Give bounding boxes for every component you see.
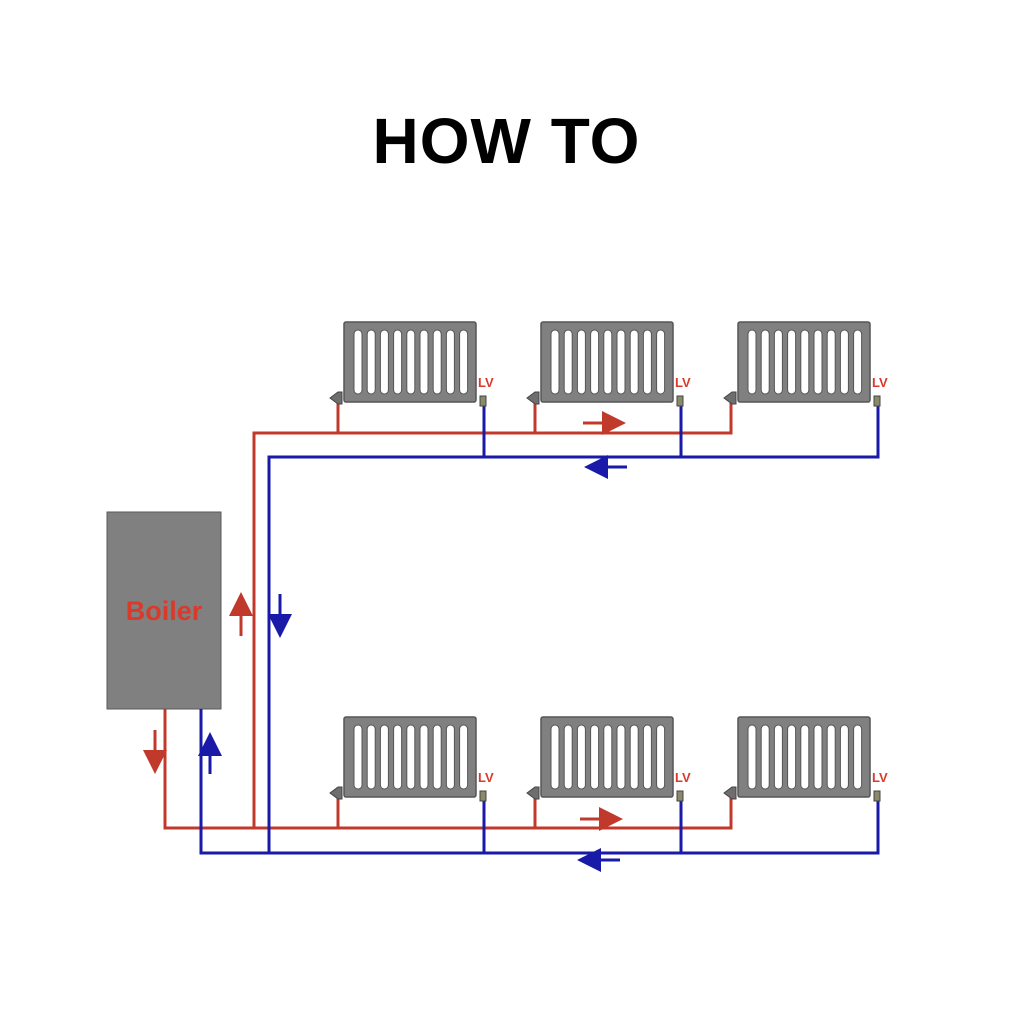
radiator-fin: [747, 329, 757, 395]
radiator-fin: [379, 329, 389, 395]
radiator-fin: [459, 724, 469, 790]
radiator-fin: [760, 329, 770, 395]
radiator-fin: [353, 329, 363, 395]
radiator-fin: [459, 329, 469, 395]
radiator-fin: [432, 724, 442, 790]
radiator: LV: [329, 716, 494, 802]
radiator-fin: [603, 724, 613, 790]
radiator-fin: [813, 329, 823, 395]
lockshield-valve: [676, 790, 684, 802]
radiators: LV LV LV LV LV LV: [329, 321, 888, 802]
lockshield-valve-label: LV: [872, 375, 888, 390]
radiator-fin: [432, 329, 442, 395]
lockshield-valve-label: LV: [478, 375, 494, 390]
radiator-fin: [773, 724, 783, 790]
lockshield-valve-label: LV: [675, 375, 691, 390]
radiator-fin: [406, 724, 416, 790]
inlet-valve: [526, 786, 540, 800]
radiator-fin: [787, 329, 797, 395]
radiator-fin: [590, 724, 600, 790]
radiator: LV: [526, 716, 691, 802]
inlet-valve: [723, 391, 737, 405]
radiator-fin: [839, 329, 849, 395]
radiator-fin: [445, 724, 455, 790]
radiator-fin: [393, 329, 403, 395]
radiator: LV: [723, 716, 888, 802]
radiator-fin: [656, 329, 666, 395]
inlet-valve: [526, 391, 540, 405]
radiator-fin: [445, 329, 455, 395]
lockshield-valve-label: LV: [872, 770, 888, 785]
radiator-fin: [826, 329, 836, 395]
radiator-fin: [563, 329, 573, 395]
radiator-fin: [393, 724, 403, 790]
radiator-fin: [603, 329, 613, 395]
radiator-fin: [366, 329, 376, 395]
radiator-fin: [616, 329, 626, 395]
page-title: HOW TO: [372, 105, 641, 177]
radiator-fin: [656, 724, 666, 790]
radiator-fin: [576, 329, 586, 395]
inlet-valve: [329, 391, 343, 405]
return-pipes: [199, 403, 880, 855]
radiator-fin: [760, 724, 770, 790]
radiator-fin: [379, 724, 389, 790]
radiator-fin: [550, 724, 560, 790]
lockshield-valve-label: LV: [478, 770, 494, 785]
radiator-fin: [853, 724, 863, 790]
radiator-fin: [629, 724, 639, 790]
radiator-fin: [800, 724, 810, 790]
radiator-fin: [563, 724, 573, 790]
radiator-fin: [813, 724, 823, 790]
radiator-fin: [787, 724, 797, 790]
radiator-fin: [642, 329, 652, 395]
inlet-valve: [723, 786, 737, 800]
inlet-valve: [329, 786, 343, 800]
flow-arrows: [143, 411, 626, 831]
radiator-fin: [839, 724, 849, 790]
radiator-fin: [800, 329, 810, 395]
radiator-fin: [366, 724, 376, 790]
radiator: LV: [526, 321, 691, 407]
radiator-fin: [419, 329, 429, 395]
lockshield-valve: [676, 395, 684, 407]
radiator-fin: [550, 329, 560, 395]
lockshield-valve-label: LV: [675, 770, 691, 785]
radiator-fin: [853, 329, 863, 395]
radiator-fin: [353, 724, 363, 790]
radiator-fin: [406, 329, 416, 395]
radiator-fin: [590, 329, 600, 395]
radiator-fin: [826, 724, 836, 790]
lockshield-valve: [873, 395, 881, 407]
radiator-fin: [773, 329, 783, 395]
lockshield-valve: [873, 790, 881, 802]
radiator-fin: [419, 724, 429, 790]
radiator-fin: [629, 329, 639, 395]
radiator-fin: [642, 724, 652, 790]
radiator-fin: [747, 724, 757, 790]
lockshield-valve: [479, 395, 487, 407]
radiator-fin: [576, 724, 586, 790]
boiler: [106, 511, 222, 710]
radiator-fin: [616, 724, 626, 790]
boiler-label: Boiler: [126, 596, 203, 626]
radiator: LV: [723, 321, 888, 407]
radiator: LV: [329, 321, 494, 407]
lockshield-valve: [479, 790, 487, 802]
return-arrows: [198, 455, 627, 872]
